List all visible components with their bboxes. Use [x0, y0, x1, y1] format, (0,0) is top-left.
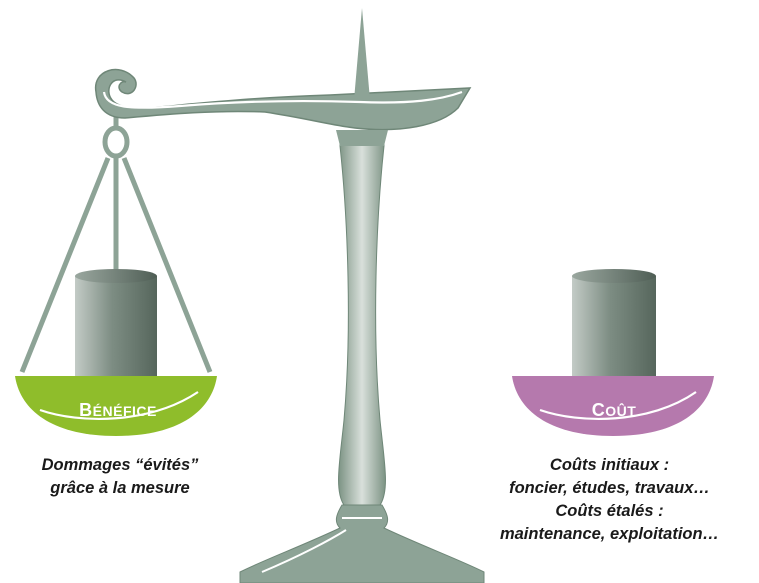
beam-inner-line	[102, 90, 463, 109]
cost-caption-line: maintenance, exploitation…	[499, 525, 720, 543]
benefit-weight	[75, 269, 157, 378]
scale-beam	[95, 68, 472, 131]
left-pan-strings	[19, 157, 213, 373]
column-collar	[336, 130, 388, 146]
left-hook	[102, 116, 130, 159]
cost-caption-line: foncier, études, travaux…	[509, 479, 710, 497]
benefit-caption-line: Dommages “évités”	[41, 456, 199, 474]
benefit-pan: BÉNÉFICE	[15, 376, 217, 436]
benefit-label: BÉNÉFICE	[79, 400, 157, 420]
benefit-caption-line: grâce à la mesure	[50, 479, 190, 497]
cost-caption-line: Coûts initiaux :	[549, 456, 670, 474]
base-highlight	[261, 517, 382, 573]
scale-base	[239, 504, 485, 583]
cost-weight	[572, 269, 656, 378]
cost-caption: Coûts initiaux : foncier, études, travau…	[460, 454, 759, 546]
scale-column	[338, 133, 386, 506]
benefit-caption: Dommages “évités” grâce à la mesure	[0, 454, 240, 500]
cost-caption-line: Coûts étalés :	[555, 502, 664, 520]
cost-pan: COÛT	[512, 376, 714, 436]
cost-label: COÛT	[592, 400, 637, 420]
scale-spire	[354, 8, 370, 100]
